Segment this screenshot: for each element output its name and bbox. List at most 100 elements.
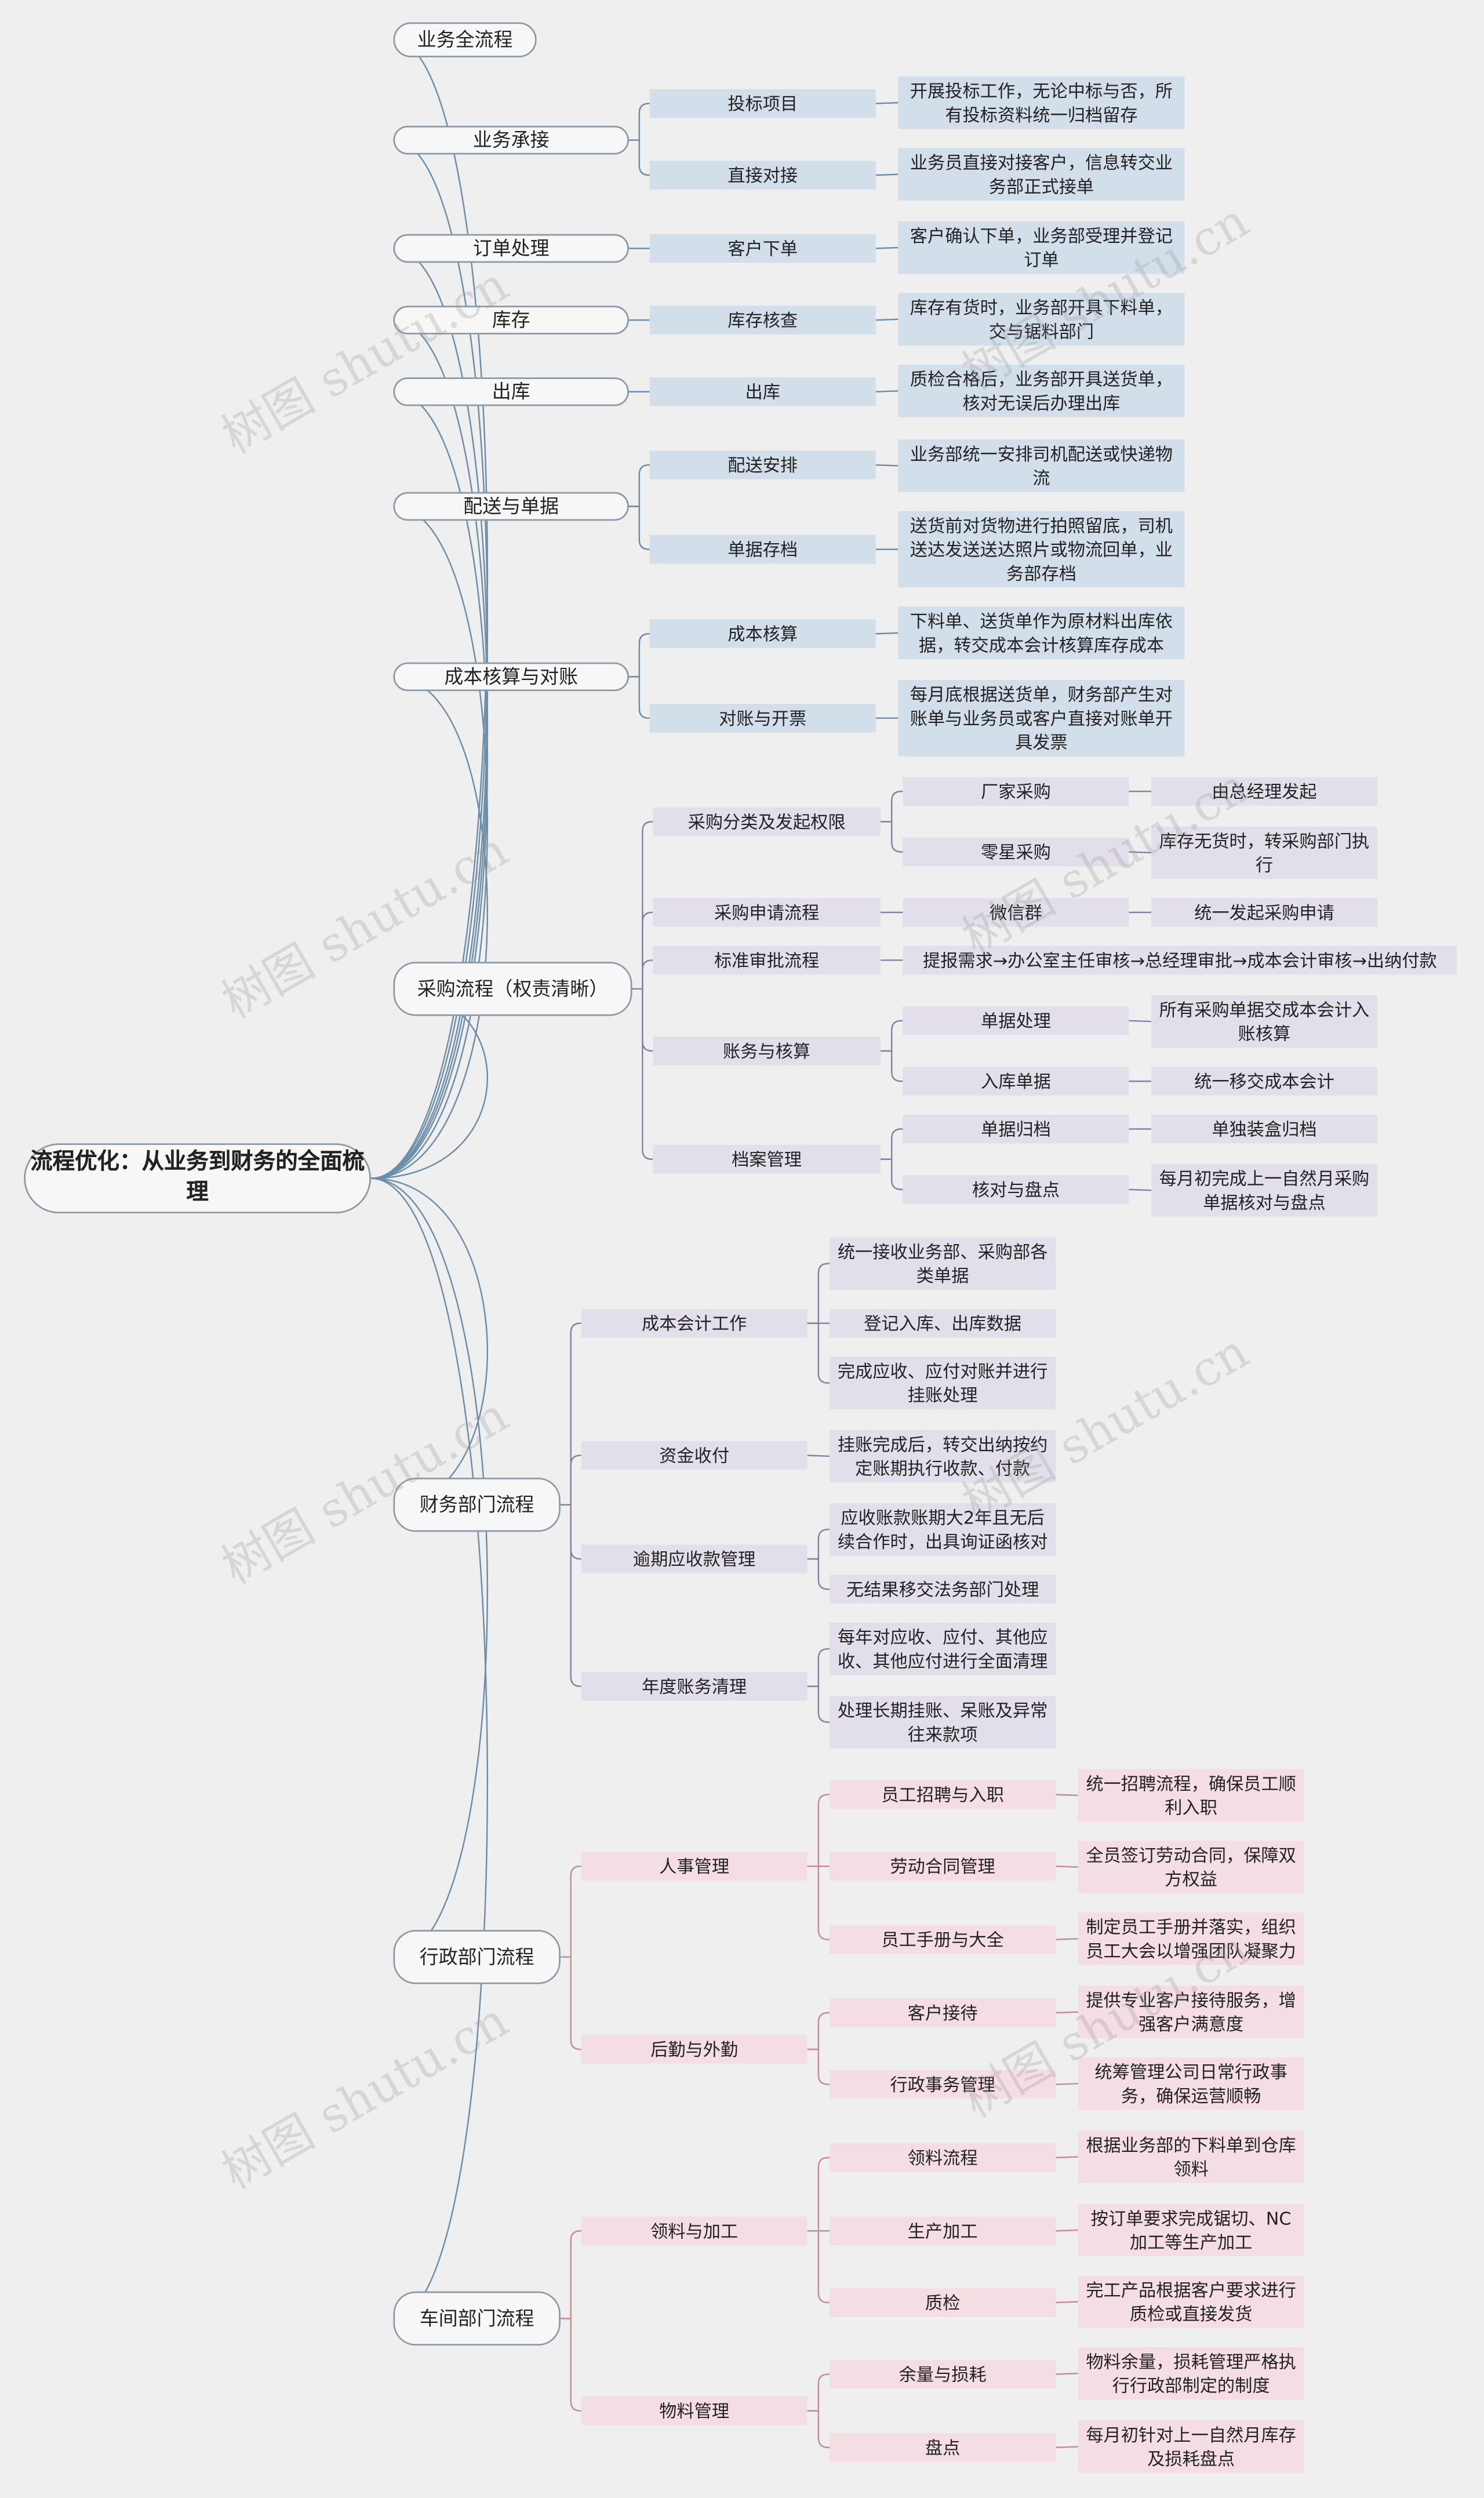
connector-line bbox=[880, 1128, 903, 1160]
detail-node: 由总经理发起 bbox=[1151, 777, 1377, 806]
connector-line bbox=[875, 173, 899, 176]
subtopic-node: 微信群 bbox=[903, 898, 1129, 927]
branch-node: 业务承接 bbox=[393, 125, 629, 155]
detail-node: 统筹管理公司日常行政事务，确保运营顺畅 bbox=[1078, 2057, 1304, 2110]
subtopic-node: 入库单据 bbox=[903, 1067, 1129, 1096]
detail-node: 每月初完成上一自然月采购单据核对与盘点 bbox=[1151, 1163, 1377, 1217]
subtopic-node: 提报需求→办公室主任审核→总经理审批→成本会计审核→出纳付款 bbox=[903, 946, 1457, 975]
connector-line bbox=[1056, 1866, 1078, 1868]
subtopic-node: 每年对应收、应付、其他应收、其他应付进行全面清理 bbox=[830, 1622, 1056, 1675]
connector-line bbox=[560, 2318, 581, 2412]
detail-node: 提供专业客户接待服务，增强客户满意度 bbox=[1078, 1986, 1304, 2038]
subtopic-node: 业务部统一安排司机配送或快递物流 bbox=[898, 439, 1185, 492]
branch-node: 财务部门流程 bbox=[393, 1478, 561, 1532]
detail-node: 统一发起采购申请 bbox=[1151, 898, 1377, 927]
topic-node: 标准审批流程 bbox=[653, 946, 881, 975]
connector-line bbox=[807, 2373, 830, 2412]
subtopic-node: 单据处理 bbox=[903, 1006, 1129, 1035]
connector-line bbox=[807, 2157, 830, 2232]
connector-line bbox=[1056, 2229, 1078, 2232]
topic-node: 客户下单 bbox=[649, 234, 876, 263]
detail-node: 统一招聘流程，确保员工顺利入职 bbox=[1078, 1769, 1304, 1822]
subtopic-node: 客户确认下单，业务部受理并登记订单 bbox=[898, 221, 1185, 274]
detail-node: 所有采购单据交成本会计入账核算 bbox=[1151, 995, 1377, 1048]
subtopic-node: 应收账款账期大2年且无后续合作时，出具询证函核对 bbox=[830, 1503, 1056, 1556]
connector-line bbox=[632, 821, 653, 990]
subtopic-node: 送货前对货物进行拍照留底，司机送达发送送达照片或物流回单，业务部存档 bbox=[898, 511, 1185, 588]
subtopic-node: 开展投标工作，无论中标与否，所有投标资料统一归档留存 bbox=[898, 76, 1185, 129]
subtopic-node: 完成应收、应付对账并进行挂账处理 bbox=[830, 1357, 1056, 1409]
connector-line bbox=[628, 139, 650, 176]
subtopic-node: 领料流程 bbox=[830, 2143, 1056, 2172]
connector-line bbox=[632, 988, 653, 1160]
subtopic-node: 质检合格后，业务部开具送货单，核对无误后办理出库 bbox=[898, 365, 1185, 417]
branch-node: 车间部门流程 bbox=[393, 2291, 561, 2346]
topic-node: 账务与核算 bbox=[653, 1037, 881, 1066]
topic-node: 资金收付 bbox=[581, 1441, 808, 1470]
branch-node: 订单处理 bbox=[393, 234, 629, 263]
subtopic-node: 厂家采购 bbox=[903, 777, 1129, 806]
connector-line bbox=[807, 2048, 830, 2085]
connector-line bbox=[875, 464, 899, 467]
topic-node: 成本核算 bbox=[649, 619, 876, 648]
connector-line bbox=[807, 2410, 830, 2449]
connector-line bbox=[560, 1956, 581, 2050]
topic-node: 物料管理 bbox=[581, 2396, 808, 2426]
subtopic-node: 劳动合同管理 bbox=[830, 1852, 1056, 1881]
branch-node: 出库 bbox=[393, 377, 629, 406]
connector-line bbox=[560, 1504, 581, 1688]
detail-node: 单独装盒归档 bbox=[1151, 1114, 1377, 1144]
connector-line bbox=[880, 790, 903, 823]
topic-node: 出库 bbox=[649, 377, 876, 406]
topic-node: 逾期应收款管理 bbox=[581, 1544, 808, 1573]
detail-node: 物料余量，损耗管理严格执行行政部制定的制度 bbox=[1078, 2347, 1304, 2400]
connector-line bbox=[370, 319, 488, 1179]
connector-line bbox=[807, 1322, 830, 1384]
connector-line bbox=[560, 1455, 581, 1506]
connector-line bbox=[807, 2230, 830, 2304]
connector-line bbox=[560, 1322, 581, 1506]
subtopic-node: 盘点 bbox=[830, 2433, 1056, 2462]
connector-line bbox=[628, 632, 650, 678]
subtopic-node: 下料单、送货单作为原材料出库依据，转交成本会计核算库存成本 bbox=[898, 606, 1185, 660]
connector-line bbox=[807, 1794, 830, 1867]
connector-line bbox=[880, 1020, 903, 1052]
connector-line bbox=[880, 1158, 903, 1191]
connector-line bbox=[628, 506, 650, 550]
topic-node: 对账与开票 bbox=[649, 704, 876, 733]
root-node: 流程优化：从业务到财务的全面梳理 bbox=[24, 1143, 372, 1214]
branch-node: 行政部门流程 bbox=[393, 1930, 561, 1984]
detail-node: 按订单要求完成锯切、NC加工等生产加工 bbox=[1078, 2204, 1304, 2257]
connector-line bbox=[807, 1558, 830, 1590]
connector-line bbox=[875, 318, 899, 321]
detail-node: 完工产品根据客户要求进行质检或直接发货 bbox=[1078, 2275, 1304, 2328]
topic-node: 投标项目 bbox=[649, 89, 876, 118]
branch-node: 库存 bbox=[393, 306, 629, 334]
connector-line bbox=[807, 1866, 830, 1940]
topic-node: 单据存档 bbox=[649, 534, 876, 564]
topic-node: 人事管理 bbox=[581, 1852, 808, 1881]
connector-line bbox=[880, 1050, 903, 1082]
detail-node: 全员签订劳动合同，保障双方权益 bbox=[1078, 1841, 1304, 1893]
connector-line bbox=[628, 103, 650, 141]
topic-node: 直接对接 bbox=[649, 161, 876, 190]
subtopic-node: 处理长期挂账、呆账及异常往来款项 bbox=[830, 1696, 1056, 1748]
connector-line bbox=[1056, 2372, 1078, 2375]
connector-line bbox=[1056, 2011, 1078, 2014]
connector-line bbox=[880, 821, 903, 853]
branch-node: 业务全流程 bbox=[393, 22, 537, 57]
topic-node: 后勤与外勤 bbox=[581, 2035, 808, 2064]
subtopic-node: 质检 bbox=[830, 2288, 1056, 2317]
connector-line bbox=[628, 676, 650, 719]
connector-line bbox=[1056, 2446, 1078, 2449]
subtopic-node: 业务员直接对接客户，信息转交业务部正式接单 bbox=[898, 148, 1185, 201]
connector-line bbox=[1056, 2156, 1078, 2159]
subtopic-node: 挂账完成后，转交出纳按约定账期执行收款、付款 bbox=[830, 1430, 1056, 1483]
detail-node: 每月初针对上一自然月库存及损耗盘点 bbox=[1078, 2420, 1304, 2473]
connector-line bbox=[370, 1177, 489, 2319]
connector-line bbox=[560, 2230, 581, 2319]
branch-node: 配送与单据 bbox=[393, 492, 629, 521]
connector-line bbox=[807, 1685, 830, 1723]
topic-node: 库存核查 bbox=[649, 306, 876, 334]
